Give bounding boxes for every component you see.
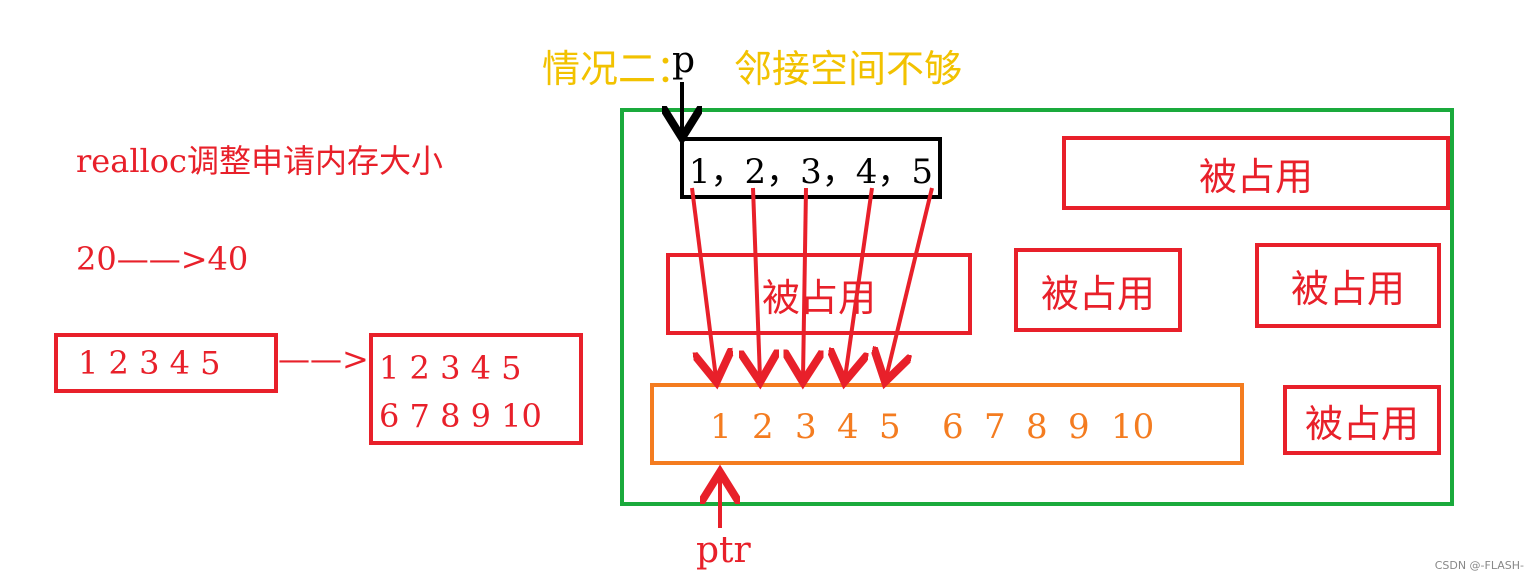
copy-arrow-3 [803, 187, 806, 378]
new-array-line2: 6 7 8 9 10 [379, 397, 542, 435]
occupied-block-3: 被占用 [1014, 248, 1182, 332]
new-block-value-6: 6 [942, 407, 964, 447]
old-array-box: 1 2 3 4 5 [54, 333, 278, 393]
new-block-value-3: 3 [795, 407, 817, 447]
new-block-value-10: 10 [1111, 407, 1155, 447]
diagram-title: 情况二： 邻接空间不够 [542, 38, 962, 93]
new-array-line1: 1 2 3 4 5 [379, 349, 522, 387]
pointer-p-label: p [672, 40, 696, 81]
new-block-value-4: 4 [837, 407, 859, 447]
occupied-block-5: 被占用 [1283, 385, 1441, 455]
new-block-value-9: 9 [1068, 407, 1090, 447]
new-block: 1 2 3 4 5 6 7 8 9 10 [650, 383, 1244, 465]
realloc-heading: realloc调整申请内存大小 [76, 142, 443, 180]
memory-region [620, 108, 1454, 506]
copy-arrow-4 [845, 187, 874, 378]
new-block-value-2: 2 [752, 407, 774, 447]
original-block-values: 1，2，3，4，5 [688, 151, 934, 192]
original-block: 1，2，3，4，5 [680, 137, 942, 199]
title-main: 情况二： [542, 47, 695, 91]
copy-arrow-5 [886, 187, 934, 378]
expand-arrow: ——> [278, 340, 369, 378]
copy-arrow-1 [690, 187, 716, 378]
new-block-value-5: 5 [879, 407, 901, 447]
copy-arrow-2 [753, 187, 760, 378]
old-array-values: 1 2 3 4 5 [78, 344, 221, 382]
watermark: CSDN @-FLASH- [1434, 559, 1524, 572]
pointer-ptr-label: ptr [696, 530, 751, 571]
occupied-block-1: 被占用 [1062, 136, 1450, 210]
occupied-block-4: 被占用 [1255, 243, 1441, 328]
new-block-value-8: 8 [1026, 407, 1048, 447]
size-change-label: 20——>40 [76, 240, 249, 278]
new-block-value-7: 7 [984, 407, 1006, 447]
new-block-value-1: 1 [710, 407, 732, 447]
new-array-box: 1 2 3 4 5 6 7 8 9 10 [369, 333, 583, 445]
title-rest: 邻接空间不够 [734, 47, 963, 91]
